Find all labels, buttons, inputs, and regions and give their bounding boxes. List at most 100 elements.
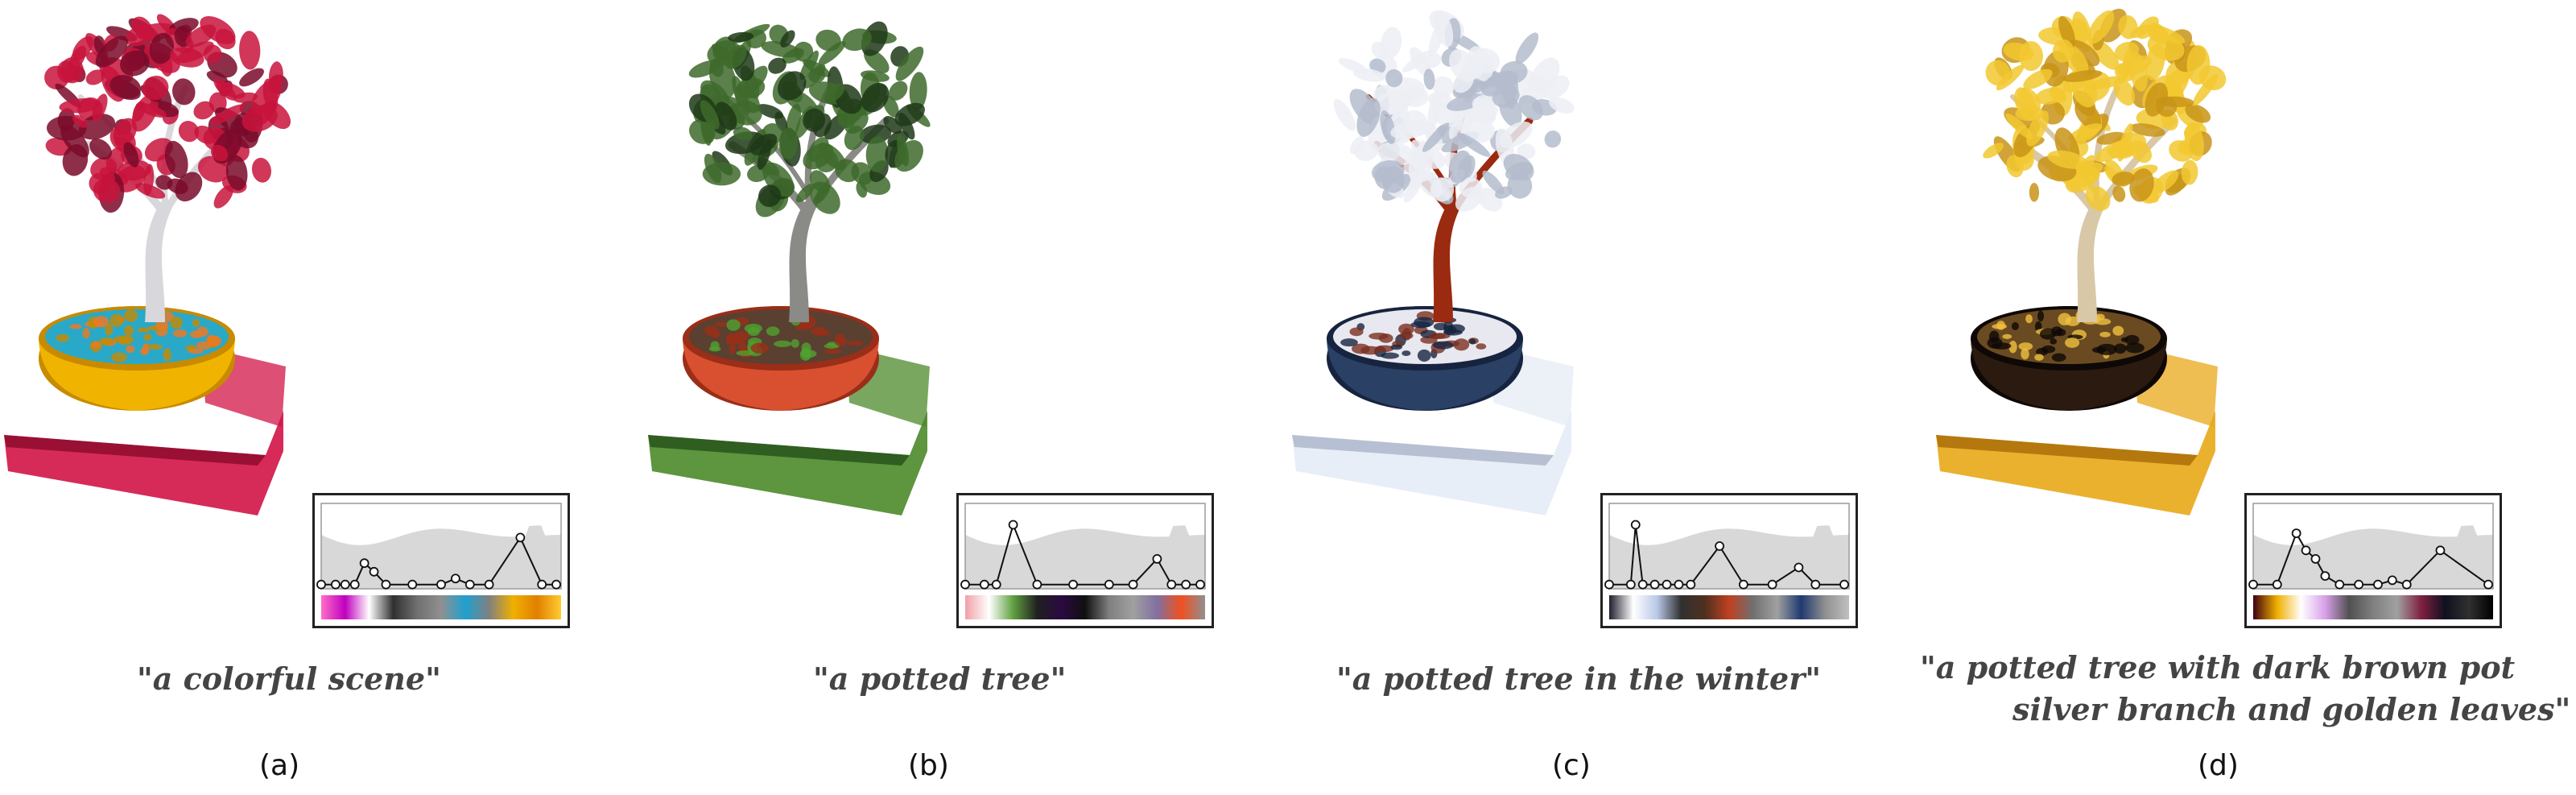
transfer-function-d: [2244, 493, 2502, 628]
soil-clump: [2065, 337, 2080, 348]
leaf-cluster: [1495, 186, 1513, 199]
leaf-cluster: [1482, 170, 1505, 195]
soil-clump: [834, 337, 848, 346]
soil-clump: [704, 325, 718, 336]
soil-clump: [137, 327, 151, 333]
control-point: [1104, 579, 1114, 590]
control-point: [1686, 579, 1696, 590]
soil-clump: [1469, 338, 1476, 345]
volume-render-c: [1292, 10, 1575, 516]
soil-clump: [155, 320, 169, 330]
soil-clump: [172, 329, 188, 337]
control-point: [1181, 579, 1191, 590]
leaf-cluster: [768, 57, 786, 74]
control-point: [330, 579, 341, 590]
control-point: [1662, 579, 1672, 590]
leaf-cluster: [59, 98, 101, 114]
control-point: [1637, 579, 1648, 590]
control-point: [1625, 579, 1636, 590]
soil-clump: [145, 344, 163, 350]
panel-d: "a potted tree with dark brown pot silve…: [1920, 0, 2576, 795]
control-point: [1839, 579, 1849, 590]
leaf-cluster: [209, 104, 246, 126]
leaf-cluster: [242, 105, 278, 132]
soil-clump: [118, 337, 132, 346]
soil-clump: [170, 317, 183, 329]
control-point: [407, 579, 418, 590]
leaf-cluster: [1448, 150, 1472, 184]
soil-clump: [816, 329, 830, 336]
control-point: [2310, 554, 2321, 564]
leaf-cluster: [123, 142, 139, 168]
leaf-cluster: [815, 29, 841, 52]
soil-clump: [2091, 346, 2107, 354]
leaf-cluster: [2015, 106, 2044, 122]
soil-clump: [2094, 318, 2112, 325]
leaf-cluster: [757, 104, 784, 119]
soil-clump: [824, 348, 842, 354]
leaf-cluster: [109, 75, 142, 99]
leaf-cluster: [143, 164, 155, 196]
control-point: [2435, 545, 2446, 556]
leaf-cluster: [2129, 168, 2154, 202]
soil-clump: [726, 319, 741, 331]
soil-clump: [710, 341, 720, 351]
leaf-cluster: [2023, 68, 2053, 89]
control-point: [1166, 579, 1177, 590]
control-point: [464, 579, 475, 590]
leaf-cluster: [2184, 122, 2204, 162]
soil-clump: [109, 313, 124, 327]
leaf-cluster: [809, 170, 830, 193]
leaf-cluster: [142, 76, 169, 101]
leaf-cluster: [132, 101, 146, 122]
soil-clump: [1399, 332, 1414, 340]
leaf-cluster: [2129, 123, 2165, 137]
trunk: [1433, 201, 1463, 322]
volume-render-d: [1936, 8, 2227, 516]
leaf-cluster: [118, 159, 151, 181]
tf-frame: [964, 503, 1206, 590]
leaf-cluster: [704, 153, 722, 184]
control-point: [537, 579, 547, 590]
soil-clump: [774, 340, 792, 347]
soil-clump: [93, 316, 109, 328]
leaf-cluster: [1385, 68, 1403, 88]
leaf-cluster: [250, 79, 282, 115]
leaf-cluster: [1459, 177, 1483, 198]
panel-label-b: (b): [908, 749, 949, 782]
board-edge: [1292, 435, 1554, 466]
leaf-cluster: [793, 41, 814, 62]
control-point: [1630, 520, 1641, 530]
leaf-cluster: [2118, 14, 2138, 39]
leaf-cluster: [835, 159, 860, 183]
leaf-cluster: [172, 78, 196, 106]
control-point: [979, 579, 989, 590]
soil-clump: [2125, 342, 2145, 354]
control-point: [1032, 579, 1042, 590]
control-point: [369, 566, 379, 577]
leaf-cluster: [1371, 160, 1405, 184]
leaf-cluster: [1473, 94, 1492, 114]
leaf-cluster: [1456, 132, 1491, 157]
leaf-cluster: [2058, 16, 2076, 48]
transfer-function-a: [312, 493, 570, 628]
leaf-cluster: [1380, 110, 1396, 144]
control-point: [991, 579, 1001, 590]
leaf-cluster: [1517, 143, 1536, 159]
control-point: [1152, 554, 1162, 564]
tf-frame: [2252, 503, 2494, 590]
leaf-cluster: [155, 175, 173, 190]
control-point: [960, 579, 970, 590]
soil-clump: [2018, 342, 2033, 350]
board-front: [1936, 411, 2215, 516]
leaf-cluster: [897, 134, 910, 167]
prompt-c: "a potted tree in the winter": [1336, 660, 1822, 697]
board-edge: [1936, 435, 2198, 466]
leaf-cluster: [778, 71, 807, 101]
leaf-cluster: [1371, 41, 1389, 60]
colormap-bar: [2253, 595, 2493, 619]
leaf-cluster: [1492, 84, 1520, 108]
control-point: [2272, 579, 2282, 590]
leaf-cluster: [2181, 159, 2198, 185]
leaf-cluster: [757, 139, 772, 170]
